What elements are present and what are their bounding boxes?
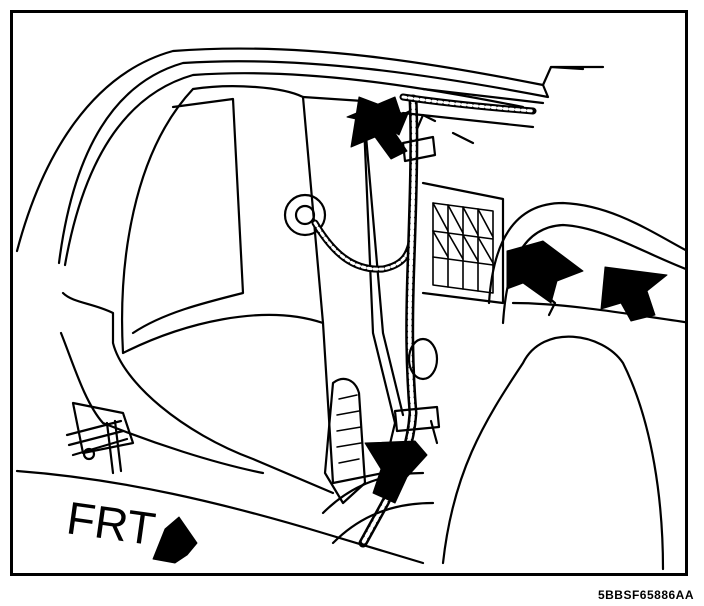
grommet-outer	[283, 193, 327, 237]
lower-side-trim	[61, 291, 335, 495]
arrow-icon	[346, 96, 410, 136]
harness-boot-ribs	[336, 394, 362, 464]
middle-clamp	[407, 337, 439, 381]
lower-side-trim-2	[59, 331, 265, 475]
front-direction-arrow-icon	[152, 516, 198, 564]
c-pillar-panel	[301, 95, 397, 485]
vehicle-interior-illustration: FRT	[15, 47, 685, 571]
harness-boot	[323, 377, 367, 505]
quarter-panel-crease	[131, 97, 245, 335]
figure-reference-code: 5BBSF65886AA	[597, 588, 694, 602]
cargo-floor-line	[15, 469, 425, 565]
quarter-panel-outline	[121, 85, 325, 355]
rear-panel-arch	[487, 201, 685, 305]
lower-clip	[393, 405, 441, 445]
floor-bolt	[82, 447, 96, 461]
window-opening	[421, 181, 505, 305]
roof-outline	[15, 47, 550, 265]
grommet-inner	[294, 204, 316, 226]
wheel-arch-edge	[71, 401, 135, 455]
seat-shoulder	[511, 301, 685, 324]
vent-grille	[432, 202, 494, 294]
roof-rear-lip	[541, 65, 605, 87]
arrow-icon	[600, 266, 668, 322]
arrow-icon	[506, 240, 584, 304]
header-harness-inner	[401, 95, 535, 113]
pointer-arrows	[346, 96, 668, 504]
seat-back	[441, 335, 665, 571]
diagram-frame: FRT	[10, 10, 688, 576]
upper-clip	[401, 113, 437, 163]
latch-bracket	[65, 419, 129, 475]
harness-branch	[311, 219, 415, 273]
header-rail	[401, 87, 545, 145]
c-pillar-inner-edge	[361, 99, 405, 417]
arrow-icon	[364, 440, 428, 504]
front-direction-label: FRT	[64, 491, 159, 555]
